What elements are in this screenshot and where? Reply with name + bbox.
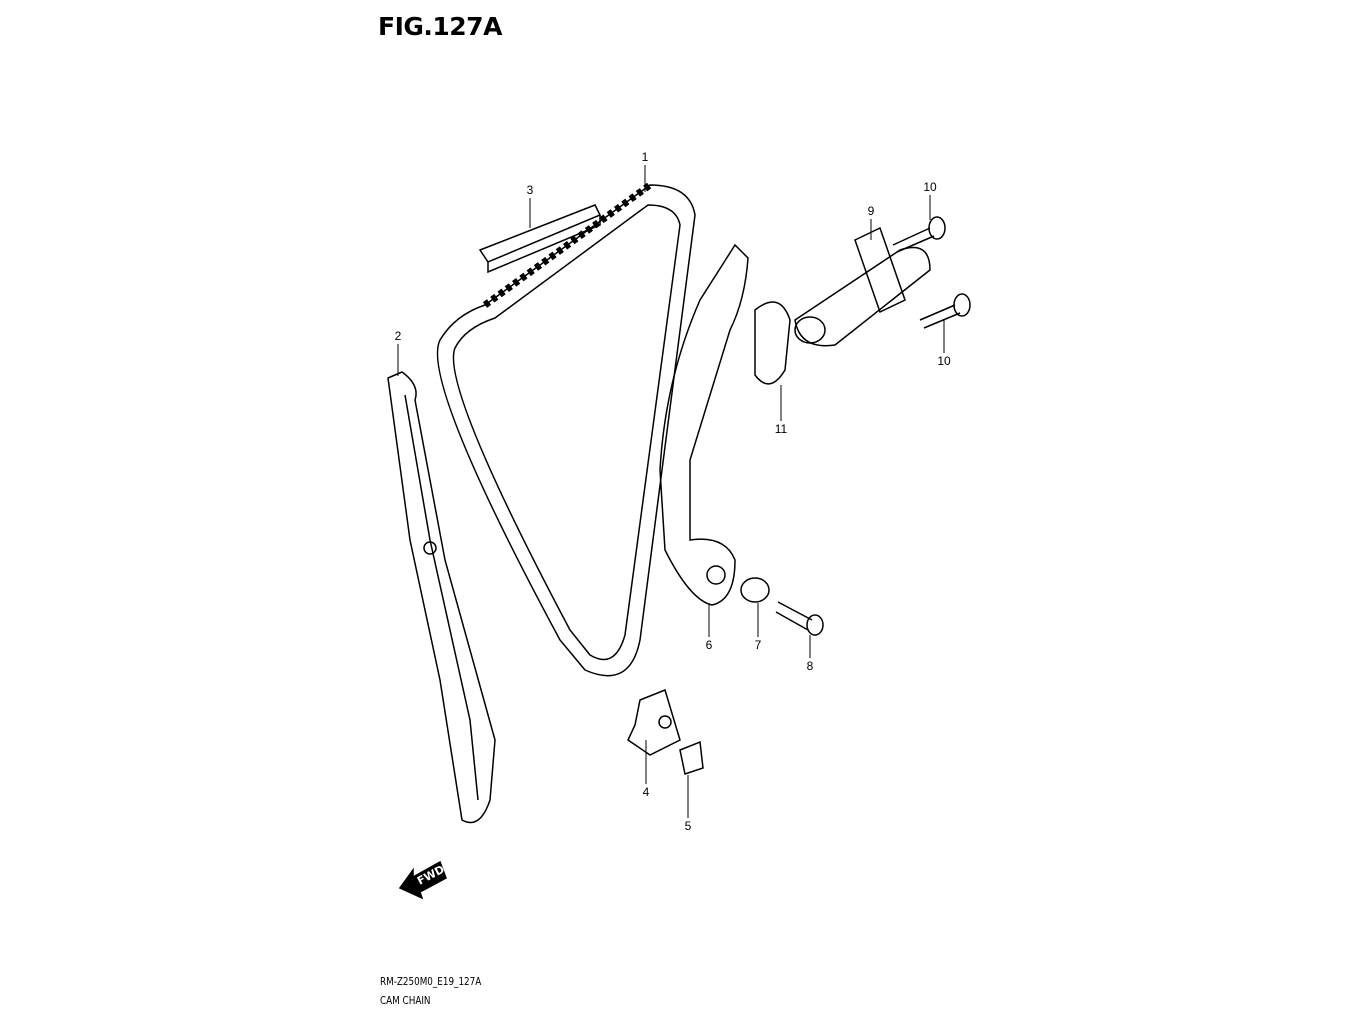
chain-guide-left xyxy=(387,371,496,824)
bolt-8 xyxy=(775,601,813,631)
gasket xyxy=(754,301,791,385)
callout-4: 4 xyxy=(641,785,651,799)
collar xyxy=(740,577,770,603)
callout-8: 8 xyxy=(805,659,815,673)
callout-7: 7 xyxy=(753,638,763,652)
figure-title: FIG.127A xyxy=(378,12,502,41)
chain-guide-top xyxy=(478,204,602,274)
callout-2: 2 xyxy=(393,329,403,343)
callout-10-bottom: 10 xyxy=(936,354,952,368)
fwd-arrow-icon: FWD xyxy=(398,860,447,900)
bolt-10a xyxy=(892,227,935,253)
callout-1: 1 xyxy=(640,150,650,164)
callout-3: 3 xyxy=(525,183,535,197)
diagram-code: RM-Z250M0_E19_127A xyxy=(380,975,482,988)
diagram-name: CAM CHAIN xyxy=(380,994,431,1007)
callout-10-top: 10 xyxy=(922,180,938,194)
callout-6: 6 xyxy=(704,638,714,652)
cam-chain-links xyxy=(482,182,653,308)
cam-chain-inner xyxy=(452,204,681,661)
tensioner-adjuster xyxy=(794,246,931,347)
chain-plate xyxy=(627,688,681,756)
bolt-5 xyxy=(679,740,704,775)
callout-9: 9 xyxy=(866,204,876,218)
callout-11: 11 xyxy=(773,422,789,436)
cam-chain xyxy=(436,184,696,677)
bolt-10b xyxy=(919,304,961,329)
tensioner-arm xyxy=(659,243,749,606)
callout-5: 5 xyxy=(683,819,693,833)
